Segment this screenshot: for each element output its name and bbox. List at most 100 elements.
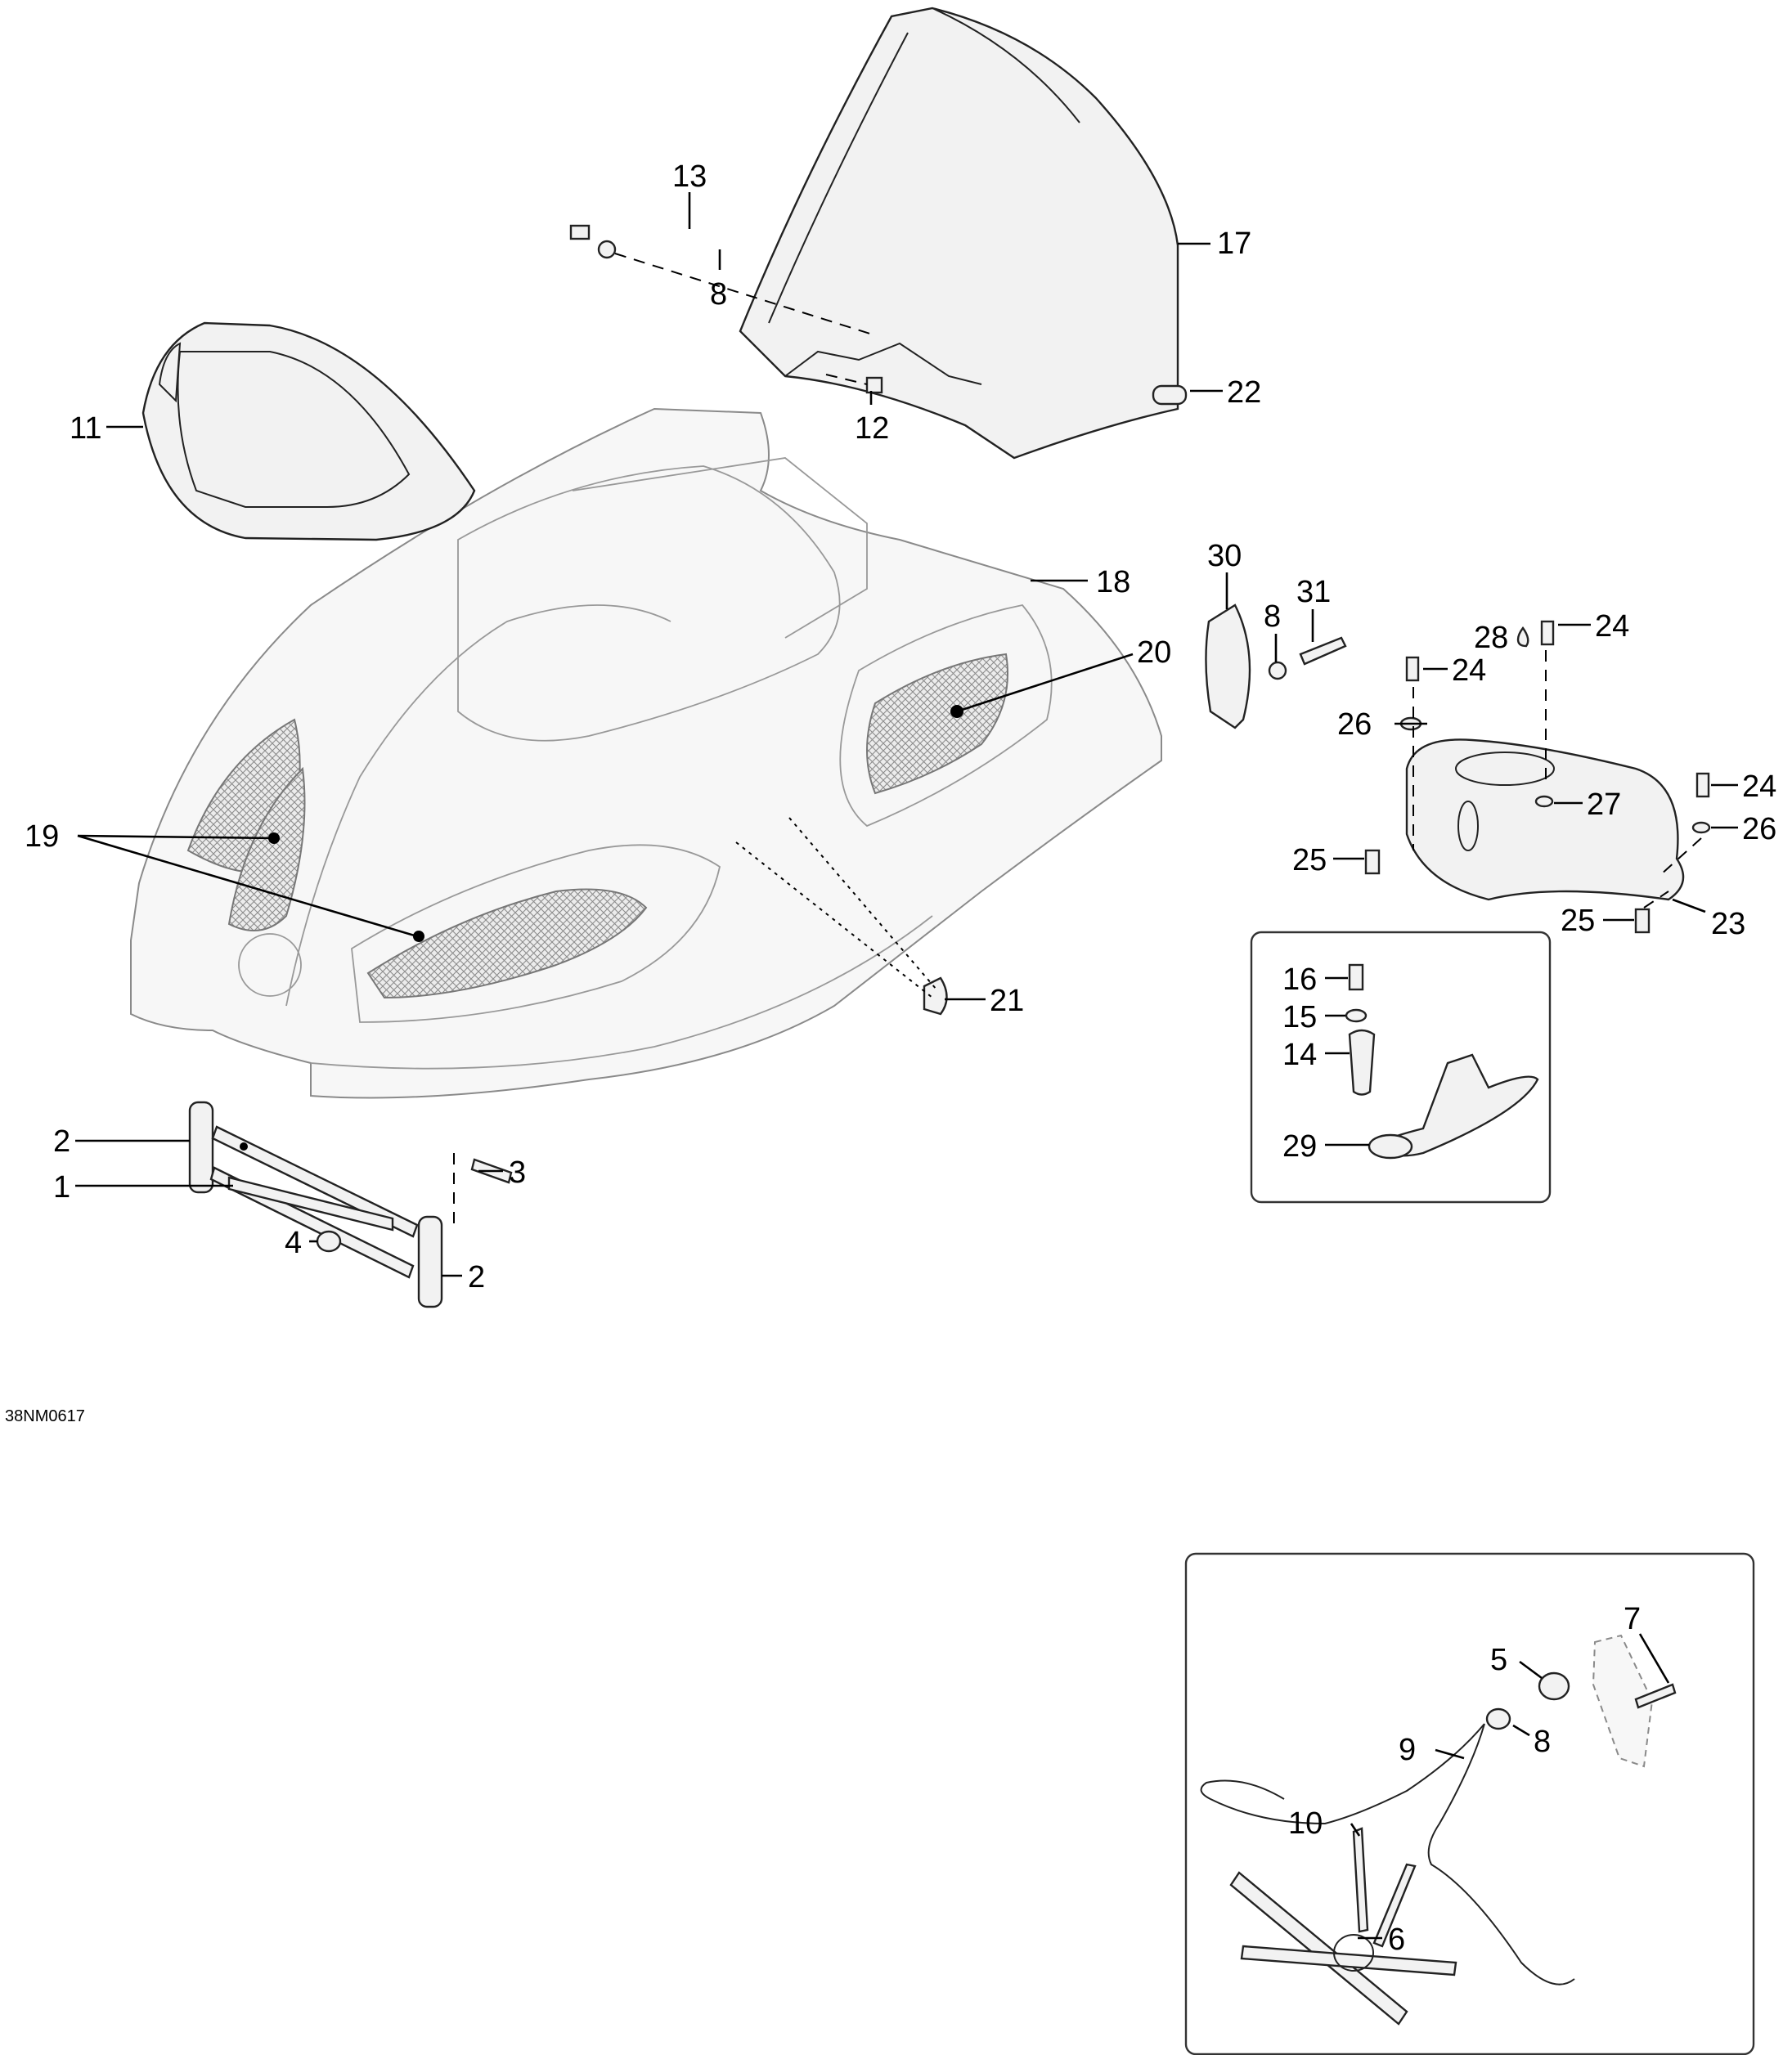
front-bracket-assembly (188, 1101, 513, 1308)
windshield (739, 7, 1179, 460)
nut-4 (316, 1230, 342, 1253)
callout-26-left: 26 (1337, 707, 1372, 742)
dot-19a (268, 832, 280, 844)
callout-1: 1 (53, 1170, 70, 1205)
spring-10-right (1372, 1863, 1417, 1948)
callout-28: 28 (1474, 621, 1508, 655)
callout-11: 11 (70, 411, 101, 446)
inset-frame-upper (1250, 931, 1552, 1204)
cover-slot (1457, 801, 1479, 851)
callout-12: 12 (855, 411, 889, 446)
screw-16 (1348, 963, 1364, 991)
gauge-support (141, 321, 476, 541)
hood-console-area (572, 457, 868, 639)
washer-26-right (1691, 821, 1711, 834)
hood-outline (130, 407, 1162, 1099)
cable-9 (1200, 1723, 1575, 1985)
bolt-13 (569, 224, 591, 240)
callout-24-mid: 24 (1452, 653, 1486, 688)
deflector-bracket (1205, 603, 1251, 729)
callout-14: 14 (1282, 1038, 1317, 1072)
cover-opening (1455, 752, 1555, 786)
washer-15 (1345, 1008, 1368, 1023)
screw-24-right (1695, 772, 1710, 798)
rivet-31 (1299, 636, 1347, 666)
mesh-left-lower (227, 766, 306, 931)
mesh-right (866, 653, 1008, 795)
inset-lower-parts (1200, 1634, 1677, 2026)
cover-23 (1405, 738, 1685, 901)
deflector-assembly (1205, 603, 1347, 729)
callout-10: 10 (1288, 1806, 1323, 1841)
hood-center-ridge (285, 604, 671, 1007)
callout-3: 3 (509, 1155, 526, 1190)
washer-8-top (597, 240, 617, 259)
callout-16: 16 (1282, 962, 1317, 997)
cross-bar-1 (211, 1125, 419, 1238)
callout-4: 4 (285, 1226, 302, 1260)
gauge-window (177, 351, 411, 508)
bracket-2-left (188, 1101, 214, 1194)
loop-6 (1333, 1934, 1374, 1972)
spacer-25-right (1634, 908, 1651, 934)
spring-10-left (1352, 1827, 1369, 1933)
hood-side-panel-right (839, 604, 1053, 828)
assembly-guides (453, 253, 1702, 1227)
callout-6: 6 (1388, 1923, 1405, 1957)
callout-23: 23 (1711, 907, 1745, 941)
callout-17: 17 (1217, 227, 1251, 261)
mesh-front (366, 888, 648, 999)
callout-25-left: 25 (1292, 843, 1327, 877)
cross-bar-6b (1240, 1945, 1457, 1976)
clip-21 (923, 976, 948, 1016)
fasteners (569, 224, 1711, 1016)
bracket-29 (1372, 1053, 1539, 1157)
clip-22 (1152, 384, 1188, 406)
callout-18: 18 (1096, 565, 1130, 599)
callout-24-top: 24 (1595, 609, 1629, 644)
callout-29: 29 (1282, 1129, 1317, 1164)
callout-21: 21 (990, 984, 1024, 1018)
callout-8-right: 8 (1264, 599, 1281, 634)
hood-lower-edge (310, 915, 933, 1070)
callout-7: 7 (1624, 1602, 1641, 1636)
callout-9: 9 (1399, 1733, 1416, 1767)
rivet-7 (1634, 1683, 1677, 1709)
hood-side-panel-front (351, 844, 721, 1023)
callout-19: 19 (25, 819, 59, 854)
nut-12 (865, 376, 883, 394)
bracket-2-right (417, 1215, 443, 1308)
callout-5: 5 (1490, 1643, 1507, 1677)
drop-28 (1516, 626, 1529, 648)
dot-19b (413, 931, 424, 942)
dot-1 (240, 1142, 248, 1151)
callout-26-right: 26 (1742, 812, 1776, 846)
callout-24-right: 24 (1742, 770, 1776, 804)
callout-13: 13 (672, 159, 707, 194)
callout-25-right: 25 (1561, 904, 1595, 938)
callout-20: 20 (1137, 635, 1171, 670)
callout-15: 15 (1282, 1000, 1317, 1034)
leader-lines (75, 192, 1738, 1940)
callout-2-right: 2 (468, 1260, 485, 1294)
dot-20 (950, 705, 963, 718)
screw-24-top (1540, 620, 1555, 646)
spacer-25-left (1364, 849, 1381, 875)
eyelet-5 (1538, 1671, 1570, 1701)
drawing-reference: 38NM0617 (5, 1407, 85, 1425)
grommet-27 (1534, 795, 1554, 808)
washer-8-right (1268, 661, 1287, 680)
windshield-lower-notches (784, 342, 982, 385)
gauge-left-slot (158, 342, 182, 403)
callout-22: 22 (1227, 375, 1261, 410)
inset-frame-lower (1184, 1552, 1755, 2055)
callout-8-top: 8 (710, 277, 727, 312)
grommet-29 (1368, 1133, 1413, 1160)
callout-2-left: 2 (53, 1124, 70, 1159)
callout-labels: 13 8 12 17 22 11 18 20 19 21 30 8 31 24 … (5, 159, 1776, 1957)
washer-8-inset (1485, 1707, 1511, 1730)
hood-windshield-opening (457, 465, 841, 742)
windshield-inner-edge (768, 7, 1080, 324)
cone-14 (1348, 1029, 1376, 1096)
